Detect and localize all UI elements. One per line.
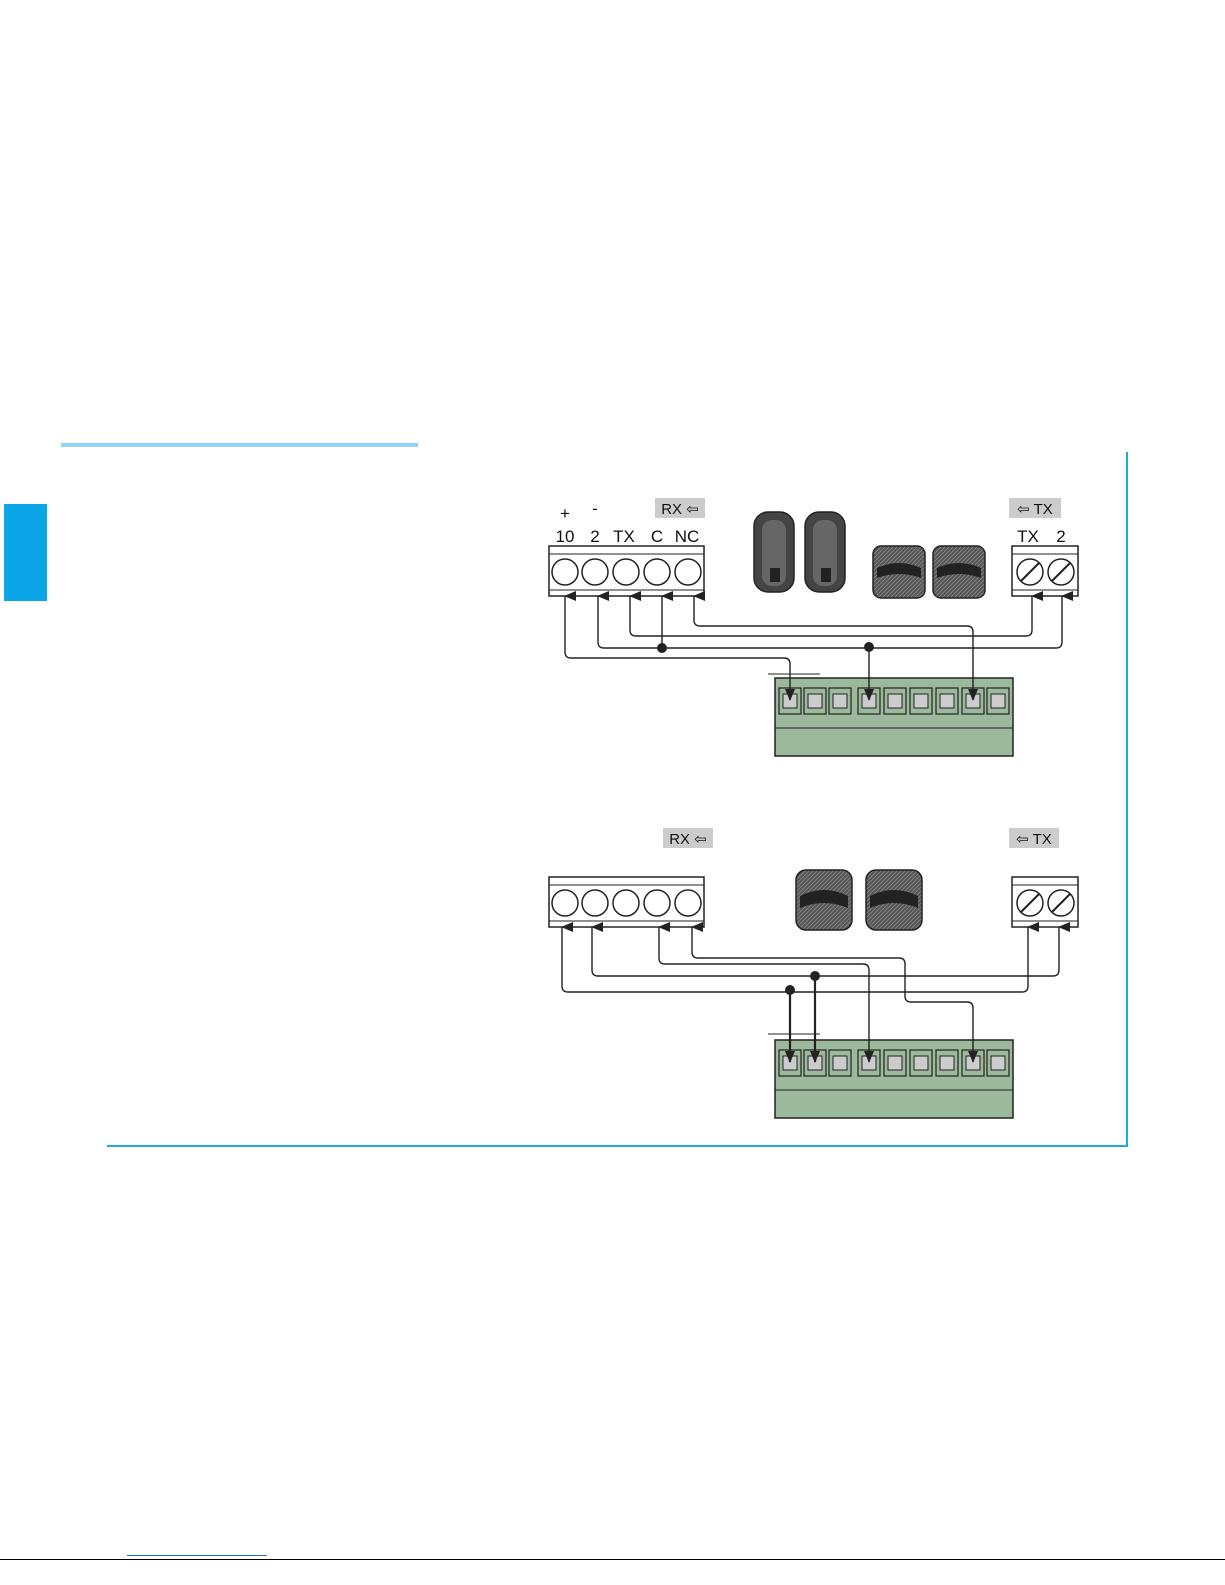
rx-tag-top: RX ⇦: [655, 498, 705, 518]
tx-tag-bottom: ⇦ TX: [1009, 828, 1059, 848]
rx-terminal-label-2: 2: [590, 527, 599, 546]
rx-terminal-block-top: [549, 546, 704, 596]
tx-tag-top: ⇦ TX: [1009, 498, 1061, 518]
tx-terminal-label-tx: TX: [1017, 527, 1039, 546]
photocell-column-icon: [754, 512, 845, 592]
polarity-plus-label: +: [560, 504, 570, 523]
control-board-terminal-bottom: [768, 1034, 1013, 1118]
top-diagram: + - RX ⇦ ⇦ TX 10 2 TX C NC TX 2: [549, 498, 1078, 756]
rx-tag-text: RX ⇦: [669, 831, 707, 848]
tx-terminal-label-2: 2: [1056, 527, 1065, 546]
control-board-terminal-top: [768, 674, 1013, 756]
rx-terminal-block-bottom: [549, 877, 704, 927]
photocell-wall-icon: [796, 870, 922, 930]
rx-terminal-label-c: C: [651, 527, 663, 546]
rx-tag-text: RX ⇦: [661, 501, 699, 518]
junction-dot: [657, 643, 667, 653]
tx-terminal-block-top: [1012, 546, 1078, 596]
rx-terminal-label-nc: NC: [675, 527, 700, 546]
junction-dot: [864, 642, 874, 652]
junction-dot: [810, 971, 820, 981]
polarity-minus-label: -: [592, 499, 598, 518]
rx-terminal-label-10: 10: [556, 527, 575, 546]
photocell-wall-icon: [873, 546, 985, 598]
tx-terminal-block-bottom: [1012, 877, 1078, 927]
rx-tag-bottom: RX ⇦: [663, 828, 713, 848]
rx-terminal-label-tx: TX: [613, 527, 635, 546]
junction-dot: [785, 985, 795, 995]
tx-tag-text: ⇦ TX: [1017, 501, 1053, 518]
tx-tag-text: ⇦ TX: [1016, 831, 1052, 848]
bottom-diagram: RX ⇦ ⇦ TX: [549, 828, 1078, 1118]
